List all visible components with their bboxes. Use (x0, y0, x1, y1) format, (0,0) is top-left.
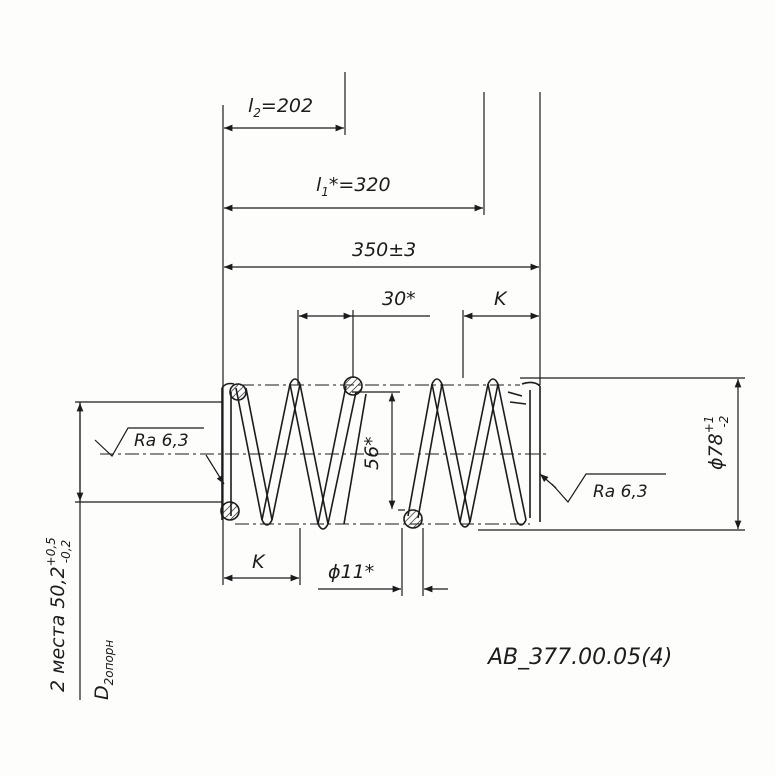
roughness-right-label: Ra 6,3 (593, 482, 648, 502)
dim-outer-diameter-label: ϕ78+1-2 (702, 416, 731, 470)
dim-l1-label: l1*=320 (316, 174, 391, 199)
dim-l2-label: l2=202 (248, 95, 313, 120)
dim-inner-diameter-label: 56* (361, 436, 383, 470)
svg-text:2 места 50,2+0,5-0,2: 2 места 50,2+0,5-0,2 (44, 537, 73, 692)
dim-k-bottom-label: K (252, 551, 266, 573)
dim-wire-label: ϕ11* (328, 561, 374, 583)
roughness-left-label: Ra 6,3 (134, 431, 189, 451)
svg-text:ϕ78+1-2: ϕ78+1-2 (702, 416, 731, 470)
dimension-lines (76, 124, 742, 593)
spring-body (220, 376, 541, 530)
roughness-right: Ra 6,3 (539, 473, 666, 503)
svg-text:D2опорн: D2опорн (91, 640, 116, 700)
dim-bearing-label: 2 места 50,2+0,5-0,2 (44, 537, 73, 692)
svg-text:l1*=320: l1*=320 (316, 174, 391, 199)
roughness-left: Ra 6,3 (94, 427, 225, 485)
dim-bearing-d-label: D2опорн (91, 640, 116, 700)
dim-overall-label: 350±3 (352, 239, 416, 261)
dim-k-top-label: K (494, 288, 508, 310)
extension-lines (75, 72, 745, 700)
svg-text:l2=202: l2=202 (248, 95, 313, 120)
dim-pitch-label: 30* (382, 288, 416, 310)
drawing-number: АВ_377.00.05(4) (486, 645, 672, 670)
